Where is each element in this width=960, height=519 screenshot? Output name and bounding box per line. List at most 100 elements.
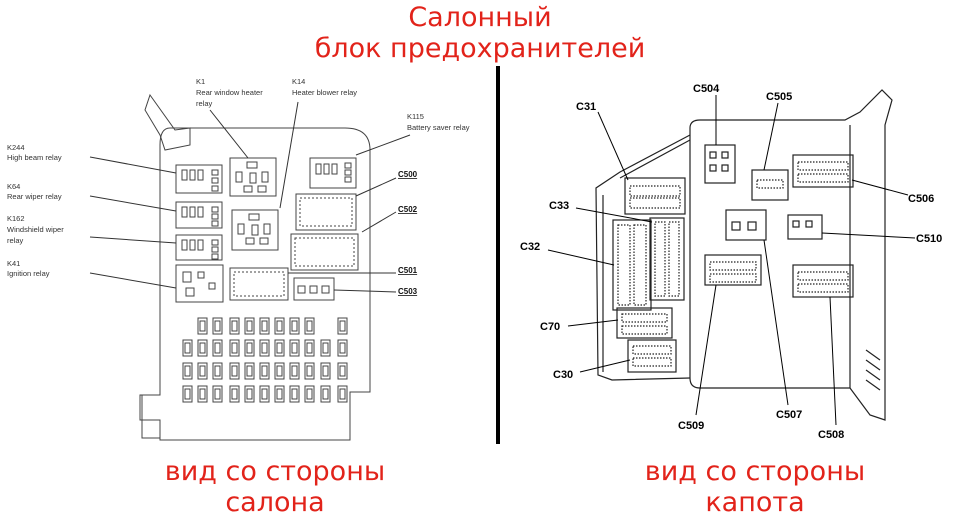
fuse: [197, 317, 208, 335]
fuse: [274, 385, 285, 403]
fuse-element: [199, 342, 206, 354]
connector-c506-shape: [792, 154, 854, 188]
fuse: [182, 362, 193, 380]
fuse-element: [261, 388, 268, 400]
left-housing: [139, 127, 371, 441]
fuse-element: [184, 388, 191, 400]
relay-desc-k1-1: Rear window heater: [196, 88, 263, 97]
connector-c502-shape: [290, 233, 359, 271]
connector-label-c507: C507: [776, 409, 802, 421]
fuse-element: [339, 388, 346, 400]
fuse: [212, 339, 223, 357]
connector-label-c509: C509: [678, 420, 704, 432]
fuse: [244, 339, 255, 357]
fuse: [274, 362, 285, 380]
right-fuse-box: [547, 89, 916, 426]
relay-desc-k64: Rear wiper relay: [7, 192, 62, 201]
fuse: [259, 362, 270, 380]
fuse: [304, 362, 315, 380]
fuse: [337, 385, 348, 403]
fuse: [229, 385, 240, 403]
connector-label-c32: C32: [520, 241, 540, 253]
relay-k1: [229, 157, 277, 197]
connector-label-c33: C33: [549, 200, 569, 212]
connector-c32-shape: [612, 219, 652, 311]
fuse: [229, 317, 240, 335]
fuse: [259, 339, 270, 357]
caption-right-line-2: капота: [705, 487, 805, 518]
fuse-element: [276, 365, 283, 377]
fuse: [244, 362, 255, 380]
fuse-element: [322, 388, 329, 400]
fuse: [320, 339, 331, 357]
fuse-element: [246, 320, 253, 332]
relay-desc-k162-1: Windshield wiper: [7, 225, 64, 234]
fuse-element: [231, 388, 238, 400]
fuse: [289, 339, 300, 357]
connector-label-c506: C506: [908, 193, 934, 205]
fuse: [197, 385, 208, 403]
fuse: [182, 339, 193, 357]
fuse-element: [214, 388, 221, 400]
relay-desc-k115: Battery saver relay: [407, 123, 470, 132]
fuse-element: [199, 365, 206, 377]
fuse: [274, 317, 285, 335]
relay-id-k1: K1: [196, 77, 205, 86]
connector-c70-shape: [616, 307, 673, 339]
fuse: [229, 362, 240, 380]
connector-c30-shape: [627, 339, 677, 373]
connector-label-c510: C510: [916, 233, 942, 245]
fuse-element: [322, 342, 329, 354]
fuse: [182, 385, 193, 403]
fuse: [212, 362, 223, 380]
fuse-element: [231, 342, 238, 354]
connector-label-c508: C508: [818, 429, 844, 441]
relay-id-k64: K64: [7, 182, 20, 191]
relay-k14: [231, 209, 279, 251]
connector-label-c503: C503: [398, 287, 418, 296]
fuse-element: [276, 320, 283, 332]
fuse-element: [231, 320, 238, 332]
connector-label-c30: C30: [553, 369, 573, 381]
fuse-element: [306, 342, 313, 354]
fuse-element: [291, 320, 298, 332]
fuse-element: [339, 320, 346, 332]
connector-label-c70: C70: [540, 321, 560, 333]
left-leader-lines: [89, 101, 411, 293]
right-housing: [689, 89, 893, 421]
fuse-element: [199, 388, 206, 400]
connector-c510-shape: [787, 214, 823, 240]
fuse: [289, 385, 300, 403]
fuse: [337, 317, 348, 335]
fuse: [229, 339, 240, 357]
relay-desc-k162-2: relay: [7, 236, 24, 245]
fuse: [304, 317, 315, 335]
relay-id-k115: K115: [407, 112, 424, 121]
relay-k64: [175, 201, 223, 229]
fuse-element: [291, 388, 298, 400]
fuse-element: [291, 342, 298, 354]
center-divider: [496, 66, 500, 444]
fuse: [259, 385, 270, 403]
right-panel-edges: [602, 125, 851, 388]
title-line-1: Салонный: [408, 2, 552, 33]
connector-label-c504: C504: [693, 83, 720, 95]
fuse-element: [276, 388, 283, 400]
caption-left-line-2: салона: [225, 487, 325, 518]
fuse-element: [306, 320, 313, 332]
fuse: [212, 317, 223, 335]
fuse-element: [322, 365, 329, 377]
fuse: [197, 339, 208, 357]
caption-left-line-1: вид со стороны: [164, 456, 386, 487]
connector-c500-shape: [295, 193, 357, 231]
mount-bracket-top: [144, 93, 191, 151]
fuse: [320, 362, 331, 380]
connector-c504-shape: [704, 144, 736, 184]
fuse-element: [246, 342, 253, 354]
fuse-element: [184, 365, 191, 377]
connector-label-c502: C502: [398, 205, 418, 214]
fuse-element: [214, 320, 221, 332]
fuse: [289, 317, 300, 335]
fuse: [259, 317, 270, 335]
